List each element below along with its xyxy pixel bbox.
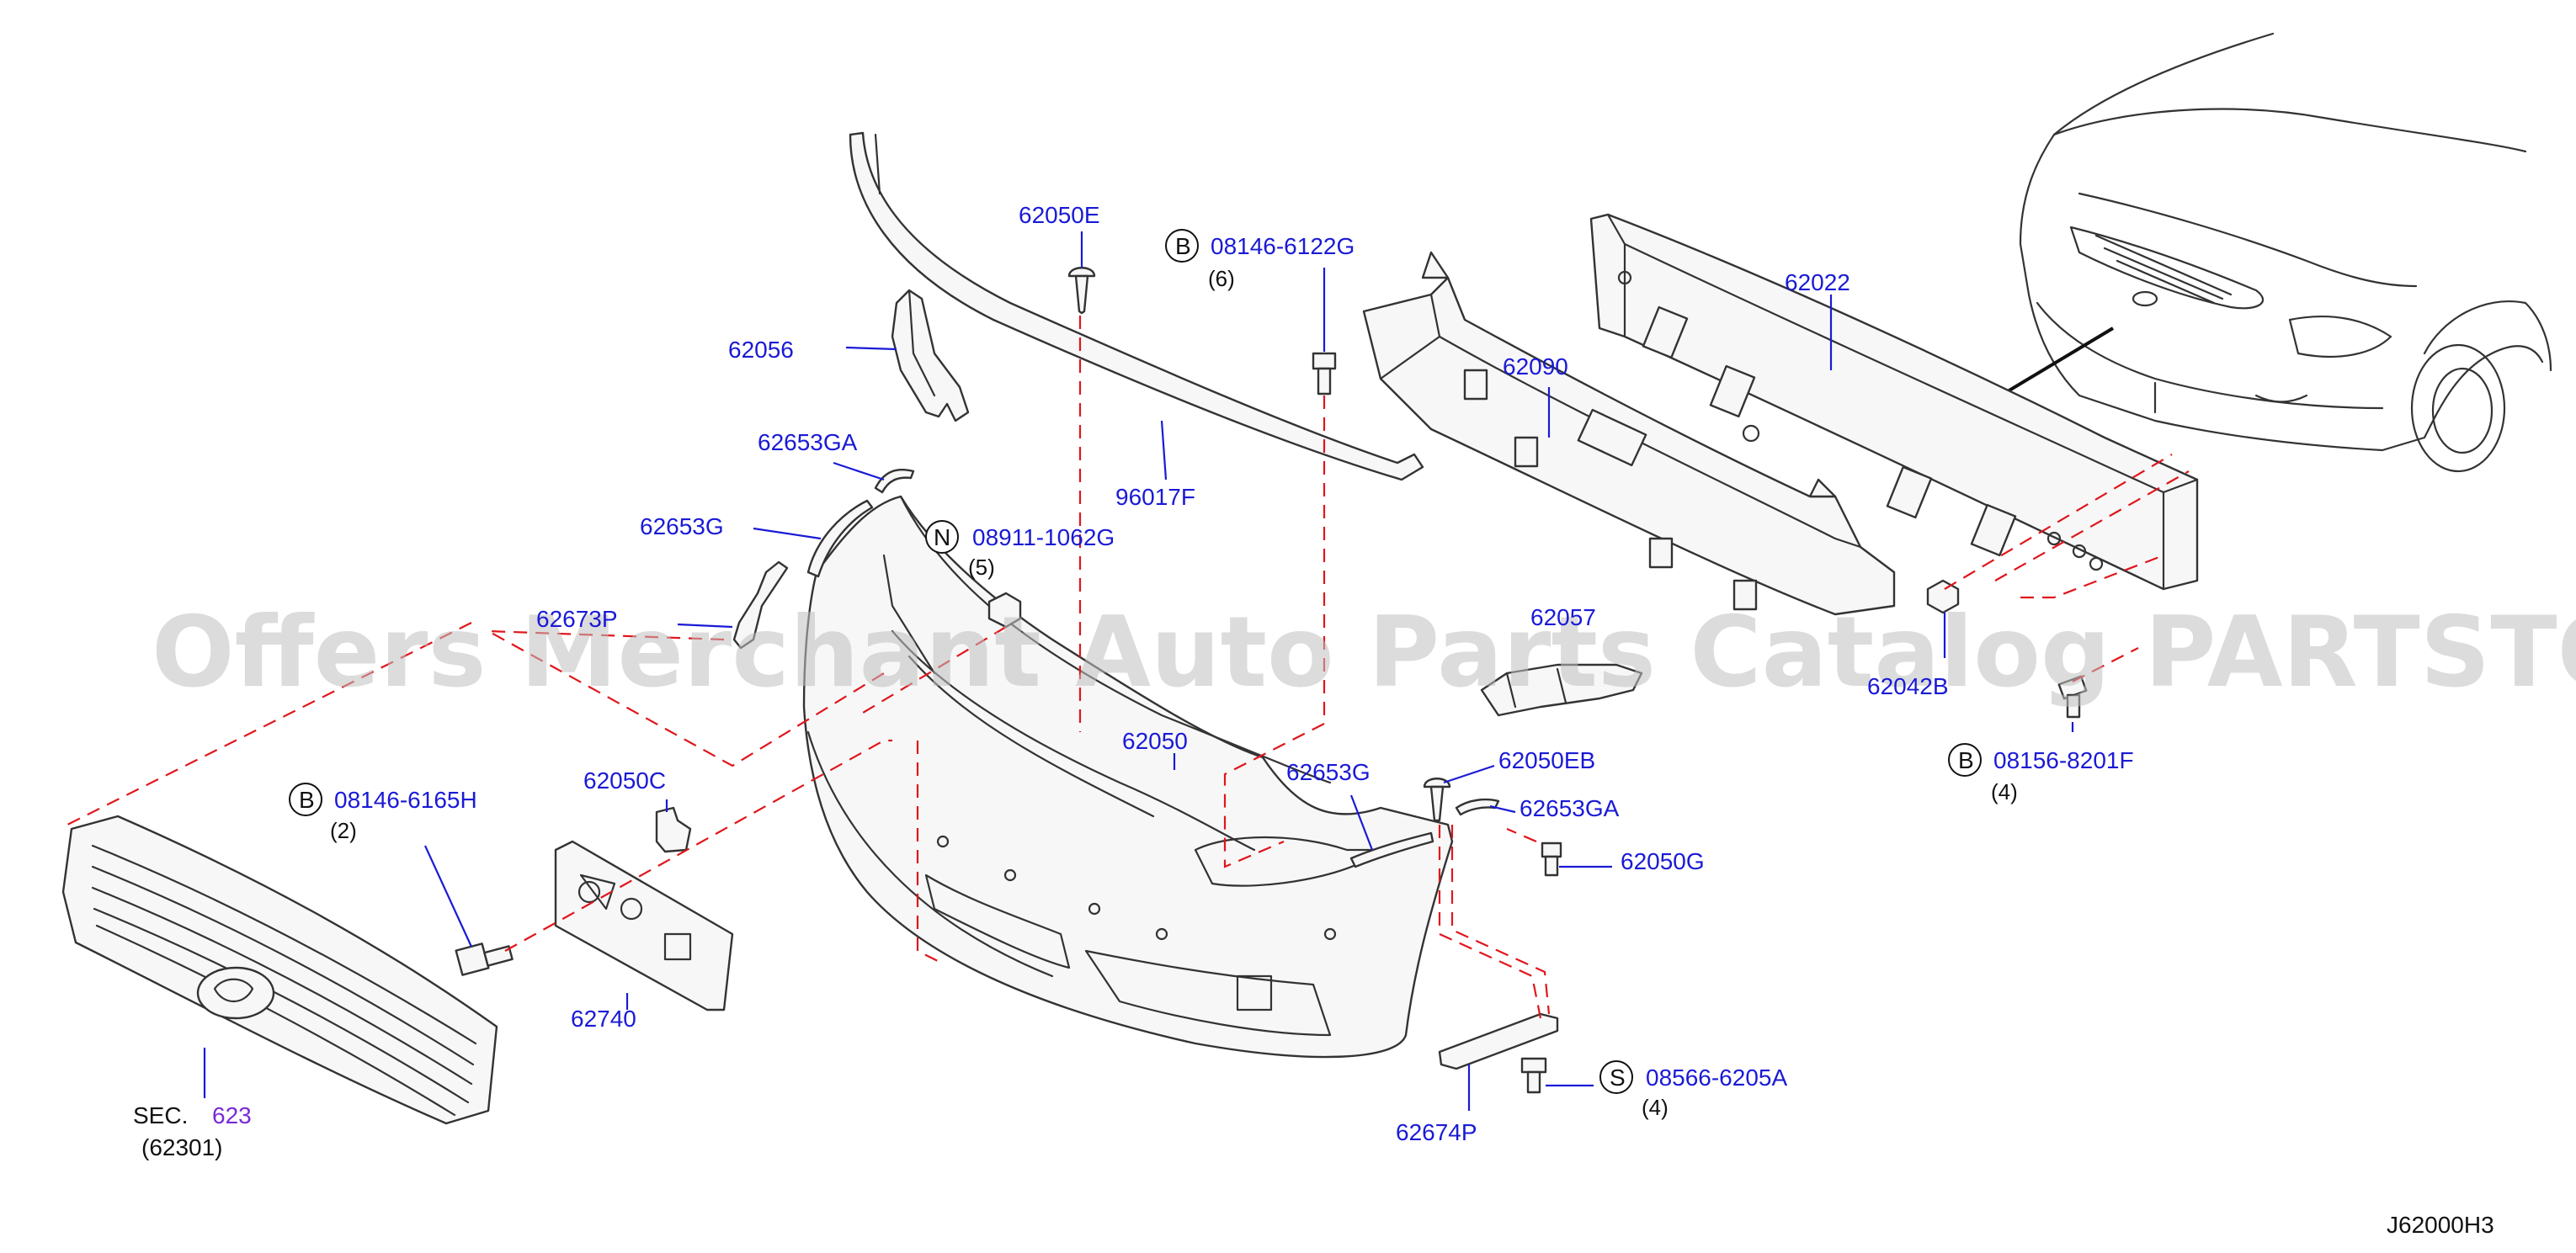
label-62740[interactable]: 62740: [571, 1006, 636, 1032]
label-08146-6122G[interactable]: 08146-6122G: [1211, 233, 1355, 259]
section-number-link[interactable]: 623: [212, 1102, 252, 1128]
label-62090[interactable]: 62090: [1503, 353, 1568, 380]
prefix-08911-1062G: N: [934, 524, 950, 550]
s-prefix-circle: [1599, 1060, 1633, 1094]
prefix-08146-6122G: B: [1175, 233, 1191, 259]
b-prefix-circle-2: [1948, 743, 1982, 777]
bracket-62057: [1480, 663, 1643, 717]
label-62673P[interactable]: 62673P: [536, 606, 618, 632]
label-62057[interactable]: 62057: [1530, 604, 1596, 630]
absorber-62090: [1362, 251, 1896, 616]
label-62050G[interactable]: 62050G: [1621, 848, 1705, 874]
qty-08156-8201F: (4): [1991, 779, 2018, 804]
molding-96017F: [849, 131, 1424, 481]
bolt-08146-6122G: [1312, 352, 1337, 396]
label-62653G-right[interactable]: 62653G: [1286, 759, 1370, 785]
clip-62050C: [655, 806, 692, 853]
qty-08146-6165H: (2): [330, 818, 357, 843]
clip-62050G: [1541, 842, 1562, 877]
label-08911-1062G[interactable]: 08911-1062G: [972, 524, 1115, 550]
nut-08911-1062G: [987, 592, 1022, 629]
section-sub-number: (62301): [141, 1134, 223, 1160]
reinforcement-62022: [1589, 213, 2199, 591]
fastener-62050EB: [1423, 778, 1451, 822]
label-62050E[interactable]: 62050E: [1019, 202, 1100, 228]
label-08146-6165H[interactable]: 08146-6165H: [334, 787, 477, 813]
label-62674P[interactable]: 62674P: [1396, 1119, 1477, 1145]
bracket-62056: [891, 289, 970, 422]
assembly-guide-lines: [67, 316, 2190, 1019]
label-62056[interactable]: 62056: [728, 337, 794, 363]
label-62042B[interactable]: 62042B: [1867, 673, 1949, 699]
vehicle-outline: [2019, 32, 2552, 473]
bracket-62673P: [732, 560, 789, 650]
label-62050EB[interactable]: 62050EB: [1498, 747, 1595, 773]
prefix-08156-8201F: B: [1958, 747, 1974, 773]
prefix-08566-6205A: S: [1610, 1065, 1626, 1091]
n-prefix-circle: [925, 520, 959, 554]
strip-62653G-right: [1349, 831, 1434, 868]
part-labels[interactable]: 62050E B 08146-6122G (6) 62056 62022 620…: [133, 202, 2134, 1160]
qty-08911-1062G: (5): [968, 555, 995, 580]
label-08566-6205A[interactable]: 08566-6205A: [1646, 1065, 1787, 1091]
b-prefix-circle: [1165, 229, 1199, 263]
fastener-62050E: [1067, 267, 1096, 315]
prefix-08146-6165H: B: [299, 787, 315, 813]
grille-assembly: [61, 815, 498, 1125]
b-prefix-circle-3: [289, 783, 322, 816]
qty-08146-6122G: (6): [1208, 266, 1235, 291]
label-96017F[interactable]: 96017F: [1115, 484, 1195, 510]
section-label: SEC.: [133, 1102, 188, 1128]
label-62022[interactable]: 62022: [1785, 269, 1850, 295]
nut-62042B: [1926, 579, 1960, 614]
diagram-code: J62000H3: [2387, 1212, 2494, 1238]
label-62653G-left[interactable]: 62653G: [640, 513, 724, 539]
strip-62653GA-top: [874, 469, 915, 494]
bumper-fascia-62050: [802, 495, 1454, 1059]
bolt-08146-6165H: [455, 942, 514, 976]
qty-08566-6205A: (4): [1642, 1095, 1669, 1120]
label-62050[interactable]: 62050: [1122, 728, 1188, 754]
label-62653GA-right[interactable]: 62653GA: [1520, 795, 1620, 821]
watermark-text: Offers Merchant Auto Parts Catalog PARTS…: [152, 596, 2576, 709]
leader-lines: [203, 231, 2074, 1111]
label-62050C[interactable]: 62050C: [583, 767, 666, 794]
label-08156-8201F[interactable]: 08156-8201F: [1993, 747, 2134, 773]
bolt-08566-6205A: [1520, 1057, 1547, 1094]
bolt-08156-8201F: [2057, 675, 2088, 719]
strip-62653G-left: [806, 499, 874, 578]
license-bracket-62740: [554, 840, 734, 1011]
label-62653GA-top[interactable]: 62653GA: [758, 429, 858, 455]
